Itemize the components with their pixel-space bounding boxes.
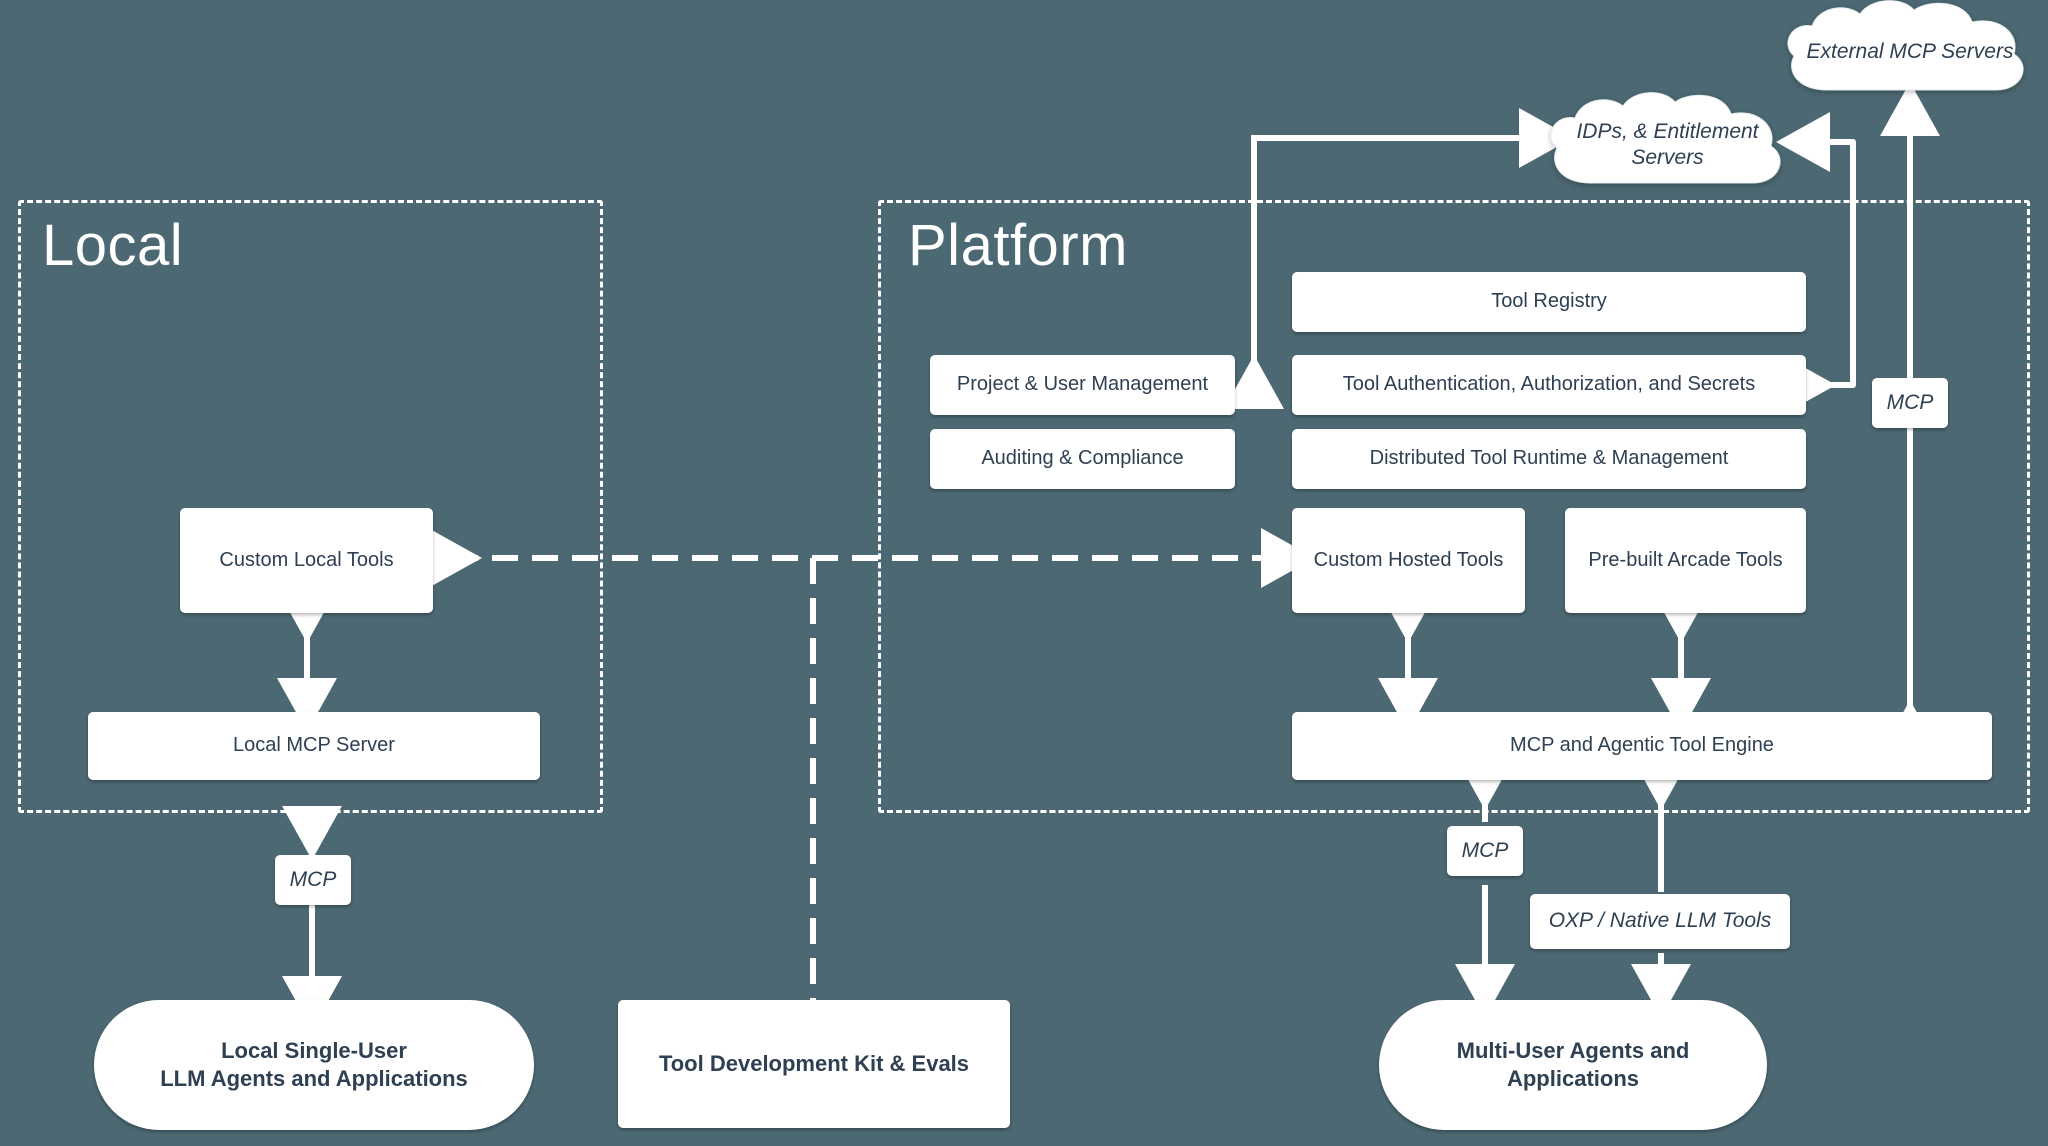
edge-label-mcp-platform-bottom: MCP [1447, 826, 1523, 876]
node-tool-registry[interactable]: Tool Registry [1292, 272, 1806, 332]
node-tool-authentication-authorization-secrets-label: Tool Authentication, Authorization, and … [1342, 373, 1756, 396]
zone-platform [878, 200, 2030, 813]
node-tool-dev-kit-label: Tool Development Kit & Evals [658, 1050, 970, 1076]
node-custom-local-tools-label: Custom Local Tools [219, 548, 394, 571]
node-project-user-management-label: Project & User Management [956, 373, 1209, 396]
node-prebuilt-arcade-tools-label: Pre-built Arcade Tools [1588, 548, 1783, 571]
cloud-idps-entitlement-servers: IDPs, & Entitlement Servers [1535, 88, 1800, 203]
node-local-mcp-server[interactable]: Local MCP Server [88, 712, 540, 780]
node-custom-hosted-tools-label: Custom Hosted Tools [1313, 548, 1504, 571]
node-mcp-and-agentic-tool-engine[interactable]: MCP and Agentic Tool Engine [1292, 712, 1992, 780]
node-multi-user-agents-line1: Multi-User Agents and [1456, 1037, 1690, 1063]
edge-label-mcp-local: MCP [275, 855, 351, 905]
cloud-external-mcp-servers-label: External MCP Servers [1806, 40, 2014, 63]
zone-local-title: Local [42, 213, 184, 278]
node-prebuilt-arcade-tools[interactable]: Pre-built Arcade Tools [1565, 508, 1806, 613]
node-distributed-tool-runtime-management-label: Distributed Tool Runtime & Management [1369, 447, 1729, 470]
node-tool-registry-label: Tool Registry [1491, 290, 1607, 313]
node-local-agents-line1: Local Single-User [221, 1037, 407, 1063]
node-custom-hosted-tools[interactable]: Custom Hosted Tools [1292, 508, 1525, 613]
edge-label-oxp-native-llm-tools-text: OXP / Native LLM Tools [1548, 909, 1772, 933]
node-multi-user-agents-and-applications[interactable]: Multi-User Agents and Applications [1379, 1000, 1767, 1130]
node-custom-local-tools[interactable]: Custom Local Tools [180, 508, 433, 613]
edge-label-mcp-external: MCP [1872, 378, 1948, 428]
node-project-user-management[interactable]: Project & User Management [930, 355, 1235, 415]
zone-platform-title: Platform [908, 213, 1128, 278]
node-mcp-and-agentic-tool-engine-label: MCP and Agentic Tool Engine [1510, 734, 1774, 757]
cloud-idps-label-line1: IDPs, & Entitlement [1576, 120, 1759, 143]
zone-local [18, 200, 603, 813]
cloud-idps-label-line2: Servers [1631, 146, 1704, 169]
node-tool-authentication-authorization-secrets[interactable]: Tool Authentication, Authorization, and … [1292, 355, 1806, 415]
edge-label-oxp-native-llm-tools: OXP / Native LLM Tools [1530, 894, 1790, 949]
node-auditing-compliance-label: Auditing & Compliance [981, 447, 1184, 470]
node-tool-development-kit-evals[interactable]: Tool Development Kit & Evals [618, 1000, 1010, 1128]
edge-label-mcp-local-text: MCP [289, 867, 337, 891]
node-distributed-tool-runtime-management[interactable]: Distributed Tool Runtime & Management [1292, 429, 1806, 489]
node-auditing-compliance[interactable]: Auditing & Compliance [930, 429, 1235, 489]
node-multi-user-agents-line2: Applications [1506, 1066, 1639, 1091]
node-local-mcp-server-label: Local MCP Server [233, 734, 395, 757]
node-local-single-user-llm-agents[interactable]: Local Single-User LLM Agents and Applica… [94, 1000, 534, 1130]
node-local-agents-line2: LLM Agents and Applications [160, 1066, 468, 1091]
edge-label-mcp-external-text: MCP [1886, 390, 1934, 414]
cloud-external-mcp-servers: External MCP Servers [1770, 0, 2048, 110]
edge-label-mcp-platform-bottom-text: MCP [1461, 838, 1509, 862]
